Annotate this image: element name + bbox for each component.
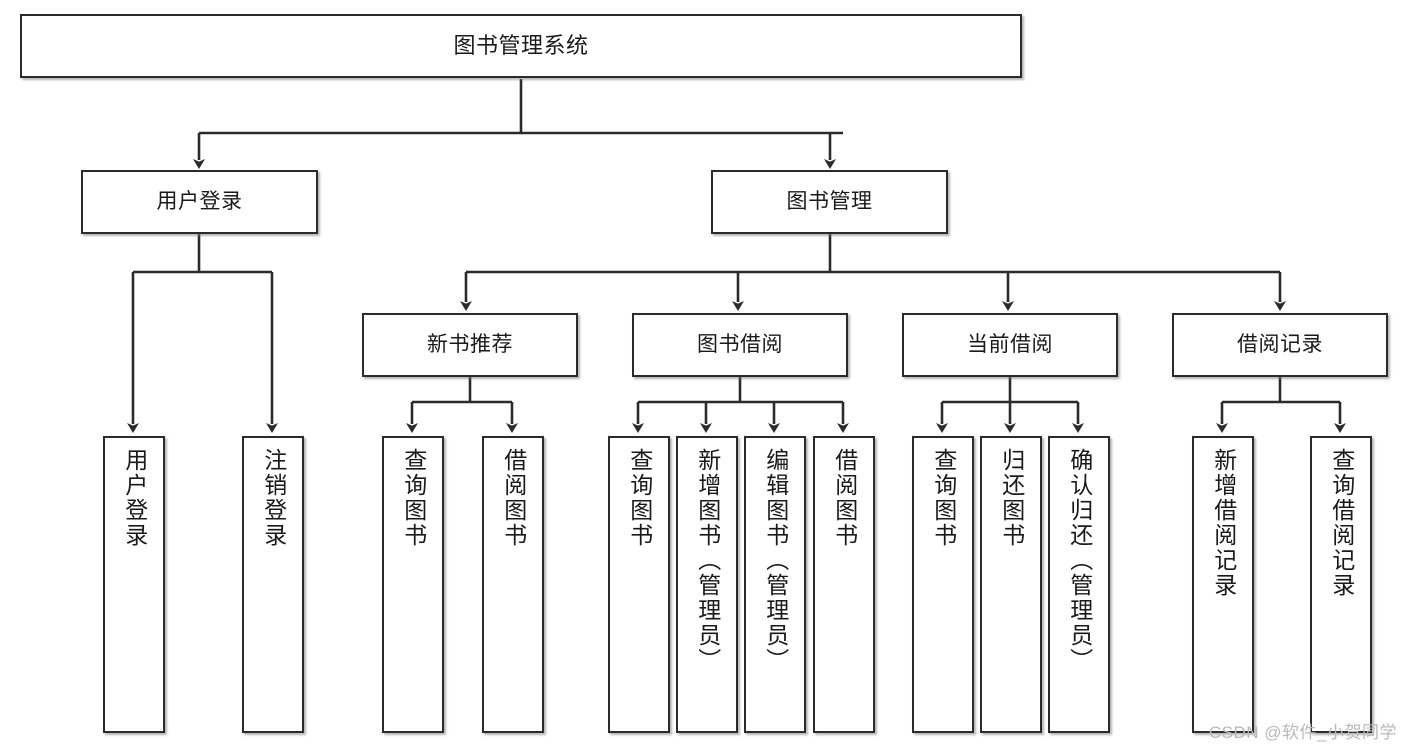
leaf-return-book[interactable]: 归还图书 — [980, 436, 1042, 733]
leaf-borrow-book-1-label: 借阅图书 — [500, 448, 527, 548]
leaf-query-book-2[interactable]: 查询图书 — [608, 436, 670, 733]
node-user-login-label: 用户登录 — [156, 189, 243, 213]
node-book-borrow-label: 图书借阅 — [697, 332, 783, 356]
leaf-query-book-1[interactable]: 查询图书 — [382, 436, 444, 733]
node-user-login[interactable]: 用户登录 — [81, 170, 318, 234]
leaf-user-login[interactable]: 用户登录 — [103, 436, 165, 733]
leaf-edit-book[interactable]: 编辑图书（管理员） — [744, 436, 806, 733]
node-new-book-recommend[interactable]: 新书推荐 — [362, 313, 578, 377]
leaf-query-book-1-label: 查询图书 — [400, 448, 427, 548]
leaf-edit-book-label: 编辑图书（管理员） — [762, 448, 789, 673]
leaf-user-login-label: 用户登录 — [121, 448, 148, 548]
leaf-add-borrow-record-label: 新增借阅记录 — [1210, 448, 1237, 598]
leaf-query-book-3-label: 查询图书 — [930, 448, 957, 548]
leaf-query-borrow-record[interactable]: 查询借阅记录 — [1310, 436, 1372, 733]
node-borrow-record-label: 借阅记录 — [1237, 332, 1323, 356]
leaf-add-book-label: 新增图书（管理员） — [694, 448, 721, 673]
watermark: CSDN @软件_小贺同学 — [1208, 723, 1397, 742]
leaf-query-borrow-record-label: 查询借阅记录 — [1328, 448, 1355, 598]
leaf-borrow-book-2-label: 借阅图书 — [831, 448, 858, 548]
leaf-borrow-book-2[interactable]: 借阅图书 — [813, 436, 875, 733]
leaf-confirm-return[interactable]: 确认归还（管理员） — [1048, 436, 1110, 733]
node-book-manage-label: 图书管理 — [786, 189, 873, 213]
leaf-query-book-3[interactable]: 查询图书 — [912, 436, 974, 733]
node-book-borrow[interactable]: 图书借阅 — [632, 313, 848, 377]
leaf-user-logout[interactable]: 注销登录 — [242, 436, 304, 733]
leaf-confirm-return-label: 确认归还（管理员） — [1066, 448, 1093, 673]
node-root[interactable]: 图书管理系统 — [20, 14, 1022, 78]
node-new-book-recommend-label: 新书推荐 — [427, 332, 513, 356]
leaf-user-logout-label: 注销登录 — [260, 448, 287, 548]
leaf-add-borrow-record[interactable]: 新增借阅记录 — [1192, 436, 1254, 733]
node-book-manage[interactable]: 图书管理 — [711, 170, 948, 234]
leaf-return-book-label: 归还图书 — [998, 448, 1025, 548]
node-current-borrow[interactable]: 当前借阅 — [902, 313, 1118, 377]
node-borrow-record[interactable]: 借阅记录 — [1172, 313, 1388, 377]
leaf-add-book[interactable]: 新增图书（管理员） — [676, 436, 738, 733]
node-root-label: 图书管理系统 — [453, 33, 589, 59]
node-current-borrow-label: 当前借阅 — [967, 332, 1053, 356]
leaf-query-book-2-label: 查询图书 — [626, 448, 653, 548]
leaf-borrow-book-1[interactable]: 借阅图书 — [482, 436, 544, 733]
